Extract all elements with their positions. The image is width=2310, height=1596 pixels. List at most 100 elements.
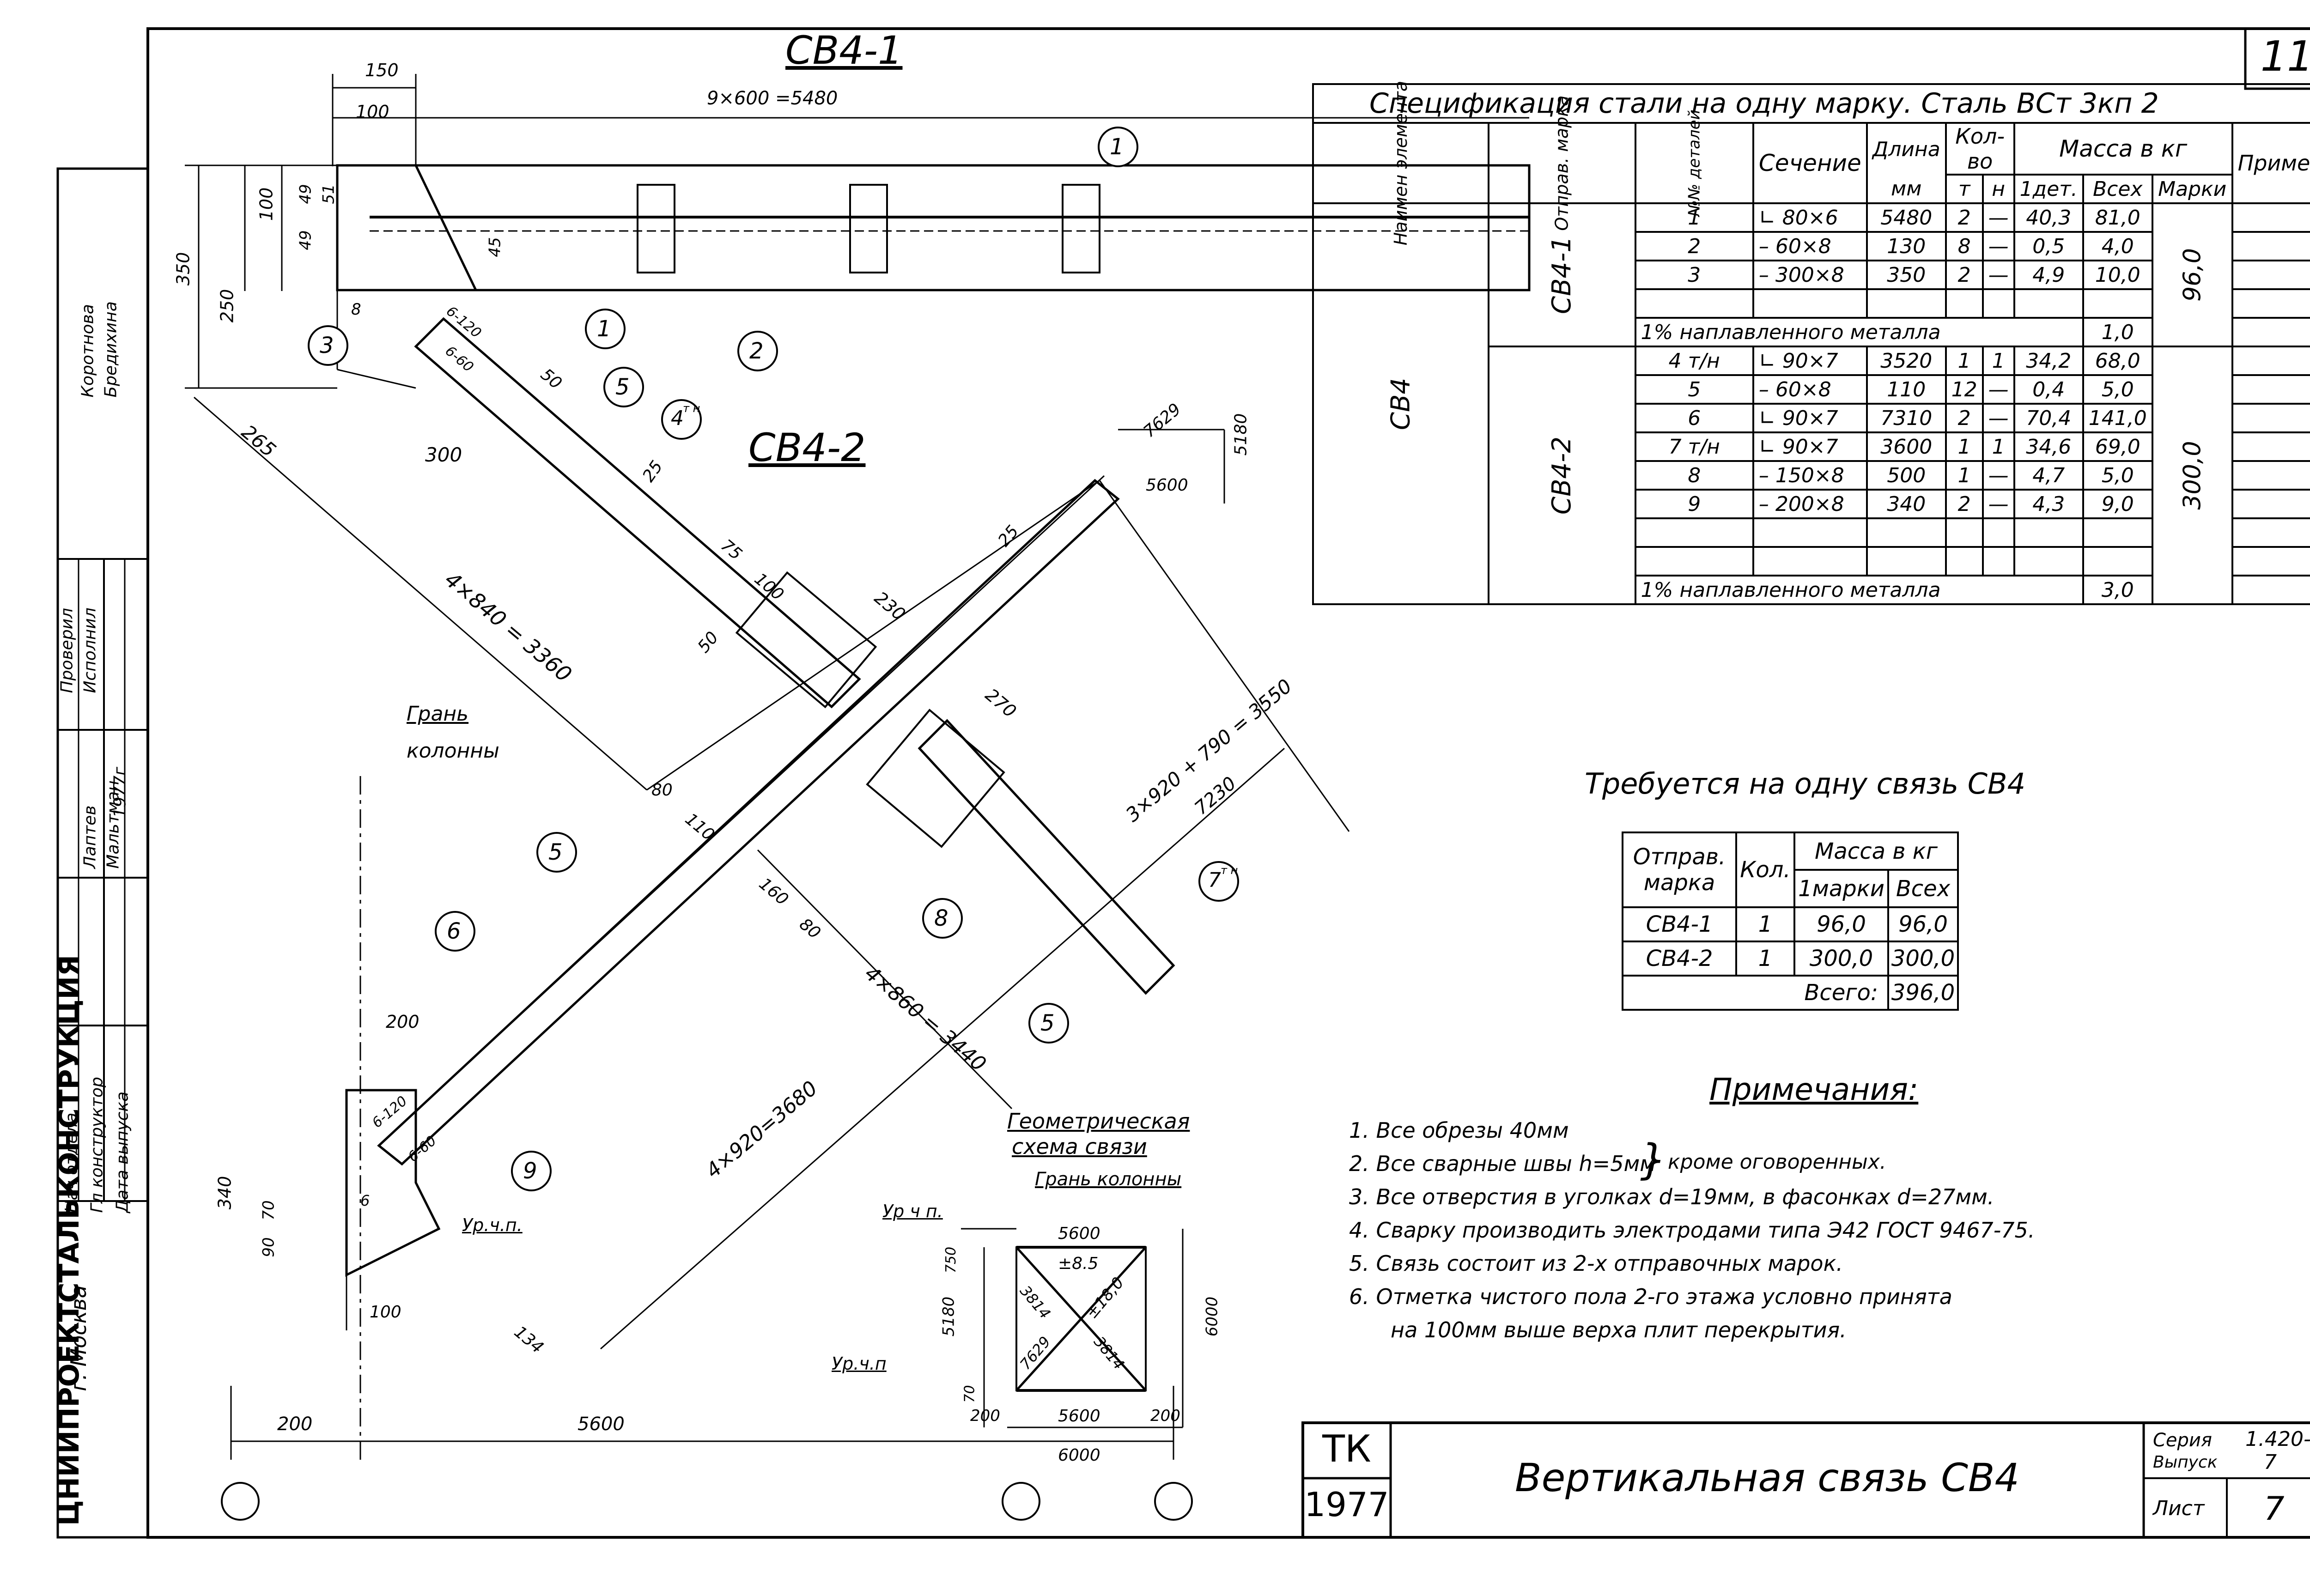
callout-4: 4 — [671, 407, 684, 430]
spec-cell-notes — [2231, 202, 2310, 233]
spec-cell-m1 — [2013, 517, 2084, 548]
spec-cell-m1: 0,4 — [2013, 374, 2084, 405]
req-h-mass: Масса в кг — [1793, 831, 1959, 871]
spec-h-elem: Наимен элемента — [1312, 81, 1490, 245]
callout-8: 8 — [934, 905, 948, 931]
level-mark: Ур.ч.п. — [462, 1215, 523, 1235]
scheme-dim-total: 6000 — [1058, 1446, 1100, 1465]
dim-100: 100 — [356, 102, 389, 122]
scheme-dim-left: 200 — [970, 1407, 1000, 1425]
sheet-value: 7 — [2264, 1490, 2285, 1528]
req-total-label: Всего: — [1622, 975, 1889, 1011]
title-year: 1977 — [1304, 1485, 1389, 1524]
spec-cell-length: 130 — [1866, 231, 1947, 261]
scheme-title-1: Геометрическая — [1007, 1109, 1190, 1134]
note-2: 2. Все сварные швы h=5мм — [1349, 1151, 1656, 1176]
side-role-5: Исполнил — [80, 607, 100, 693]
spec-cell-det: 4 т/н — [1634, 346, 1754, 376]
note-6: 6. Отметка чистого пола 2-го этажа услов… — [1349, 1284, 1952, 1309]
scheme-level-85: ±8.5 — [1058, 1254, 1099, 1273]
spec-table: Спецификация стали на одну марку. Сталь … — [1312, 81, 2310, 605]
dim-100c: 100 — [370, 1303, 401, 1322]
callout-5a: 5 — [615, 374, 630, 400]
side-role-1: Нач отдела — [62, 1112, 81, 1213]
spec-cell-section: – 200×8 — [1752, 489, 1868, 519]
spec-cell-section: – 60×8 — [1752, 374, 1868, 405]
scheme-dim-right: 200 — [1150, 1407, 1180, 1425]
spec-mark: СВ4-1 — [1488, 202, 1636, 347]
spec-cell-m1: 0,5 — [2013, 231, 2084, 261]
callout-1: 1 — [1110, 134, 1124, 160]
scheme-title-2: схема связи — [1012, 1134, 1147, 1159]
spec-h-mass-all: Всех — [2082, 174, 2153, 204]
spec-cell-notes — [2231, 374, 2310, 405]
title-name: Вертикальная связь СВ4 — [1515, 1455, 2019, 1500]
required-title: Требуется на одну связь СВ4 — [1585, 767, 2026, 801]
spec-element: СВ4 — [1312, 202, 1490, 605]
spec-h-notes: Примечания — [2231, 122, 2310, 204]
side-city: г. Москва — [66, 1285, 91, 1391]
spec-cell-notes — [2231, 346, 2310, 376]
side-date: 1977г — [110, 766, 130, 818]
scheme-dim-750: 750 — [943, 1246, 960, 1274]
spec-cell-t — [1945, 288, 1984, 319]
spec-cell-mall: 5,0 — [2082, 460, 2153, 491]
spec-cell-section: ∟ 90×7 — [1752, 431, 1868, 462]
spec-cell-m1: 70,4 — [2013, 403, 2084, 433]
req-h-all: Всех — [1887, 869, 1959, 908]
spec-cell-length: 3600 — [1866, 431, 1947, 462]
spec-cell-n: — — [1982, 374, 2015, 405]
spec-cell-n: — — [1982, 260, 2015, 290]
spec-cell-t — [1945, 546, 1984, 577]
req-r1-mark: СВ4-1 — [1622, 906, 1737, 942]
scheme-dim-h: 5180 — [939, 1296, 958, 1337]
spec-cell-notes — [2231, 288, 2310, 319]
issue-value: 7 — [2264, 1450, 2277, 1474]
spec-h-qty-t: т — [1945, 174, 1984, 204]
sheet-label: Лист — [2153, 1497, 2205, 1520]
column-face-label: Грань — [407, 702, 469, 726]
spec-cell-mall: 81,0 — [2082, 202, 2153, 233]
dim-51: 51 — [319, 184, 338, 204]
dim-250: 250 — [217, 289, 237, 323]
callout-7: 7 — [1208, 868, 1221, 892]
side-name-1: Коротнова — [78, 304, 97, 398]
dim-49b: 49 — [296, 230, 315, 250]
spec-cell-section: – 300×8 — [1752, 260, 1868, 290]
spec-cell-m1: 4,3 — [2013, 489, 2084, 519]
spec-cell-det: 2 — [1634, 231, 1754, 261]
scheme-dim-top: 5600 — [1058, 1224, 1100, 1243]
spec-cell-length — [1866, 546, 1947, 577]
req-r2-all: 300,0 — [1887, 941, 1959, 977]
spec-h-qty-n: н — [1982, 174, 2015, 204]
dim-70: 70 — [259, 1200, 278, 1220]
scheme-dim-h-right: 6000 — [1203, 1296, 1222, 1337]
scheme-level-top: Ур ч п. — [882, 1201, 943, 1221]
spec-cell-t: 12 — [1945, 374, 1984, 405]
spec-cell-notes — [2231, 317, 2310, 347]
spec-cell-m1: 34,2 — [2013, 346, 2084, 376]
spec-cell-n: — — [1982, 231, 2015, 261]
spec-cell-mall: 141,0 — [2082, 403, 2153, 433]
dim-350: 350 — [173, 252, 194, 286]
spec-cell-n: — — [1982, 460, 2015, 491]
scheme-dim-bottom: 5600 — [1058, 1407, 1100, 1426]
side-org: ЦНИИПРОЕКТСТАЛЬКОНСТРУКЦИЯ — [53, 955, 85, 1526]
sheet-number: 11 — [2260, 32, 2310, 81]
spec-cell-t: 1 — [1945, 460, 1984, 491]
spec-cell-t: 2 — [1945, 403, 1984, 433]
spec-mark-mass: 300,0 — [2151, 346, 2233, 605]
dim-150: 150 — [365, 60, 399, 80]
spec-cell-n — [1982, 546, 2015, 577]
req-r2-qty: 1 — [1735, 941, 1795, 977]
spec-cell-n — [1982, 517, 2015, 548]
spec-cell-t: 8 — [1945, 231, 1984, 261]
spec-cell-det: 6 — [1634, 403, 1754, 433]
req-r2-per: 300,0 — [1793, 941, 1889, 977]
